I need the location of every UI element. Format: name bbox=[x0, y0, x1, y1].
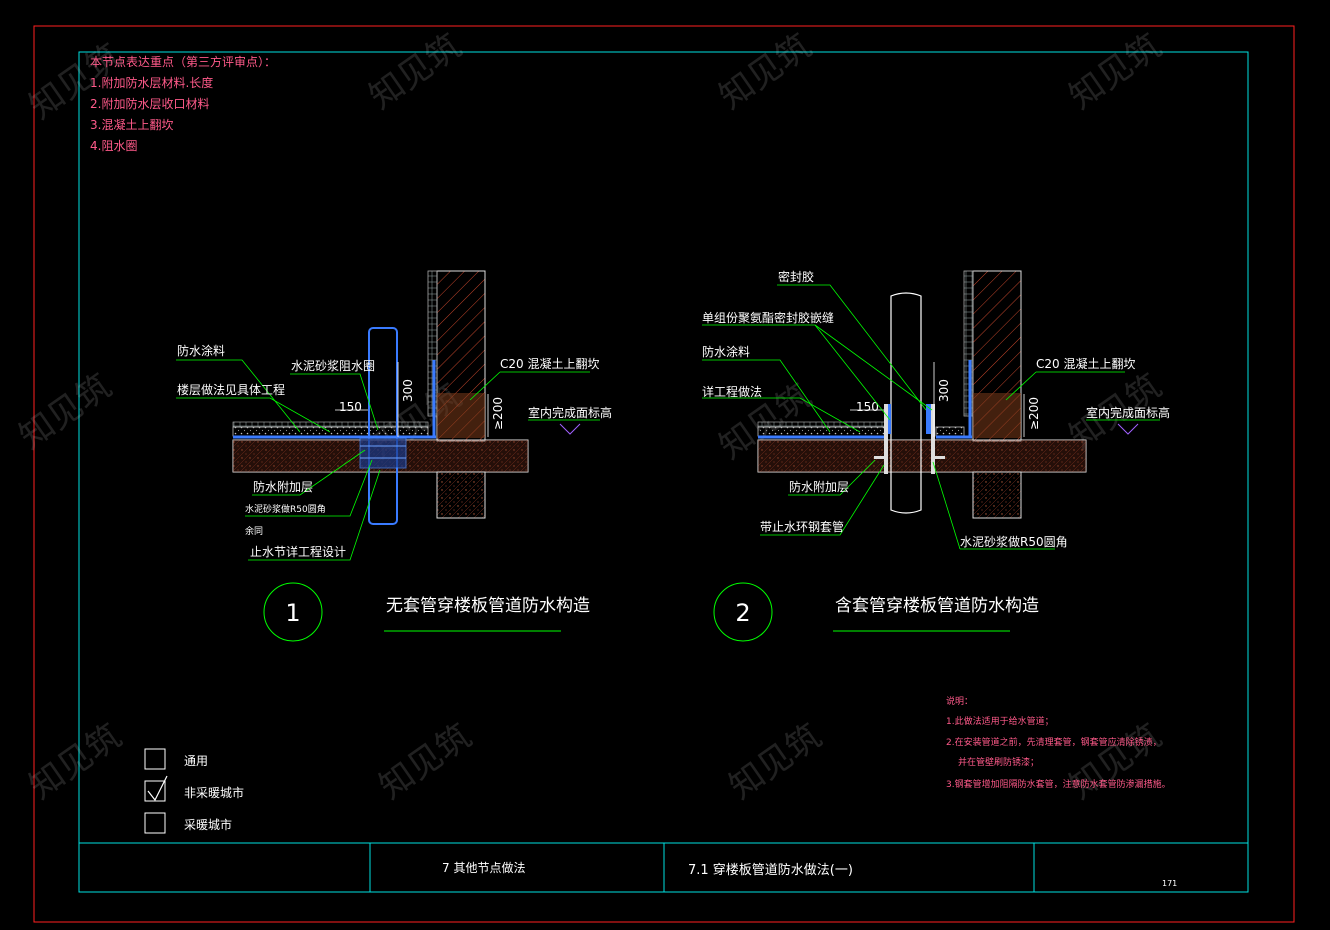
beam-2 bbox=[972, 471, 1022, 519]
explanation-item-2: 2.在安装管道之前，先清理套管，钢套管应清除锈渍， bbox=[946, 736, 1162, 748]
watermark-4: 知见筑 bbox=[1062, 26, 1168, 117]
titleblock-subsection: 7.1 穿楼板管道防水做法(一) bbox=[688, 862, 853, 878]
titleblock-page: 171 bbox=[1162, 879, 1177, 888]
legend: 通用 非采暖城市 采暖城市 bbox=[144, 748, 244, 834]
detail-1-bubble bbox=[263, 582, 323, 642]
label-extra-layer-1: 防水附加层 bbox=[253, 479, 313, 494]
watermark-3: 知见筑 bbox=[712, 26, 818, 117]
leaders-1 bbox=[176, 359, 600, 561]
label-extra-layer-2: 防水附加层 bbox=[789, 479, 849, 494]
watermark-12: 知见筑 bbox=[1062, 716, 1168, 807]
legend-label-1: 通用 bbox=[184, 754, 208, 768]
note-item-4: 4.阻水圈 bbox=[90, 139, 137, 153]
upturn-1 bbox=[437, 393, 485, 438]
watermark-11: 知见筑 bbox=[722, 716, 828, 807]
title-block: 7 其他节点做法 7.1 穿楼板管道防水做法(一) 171 bbox=[79, 842, 1248, 892]
dim-150-1: 150 bbox=[339, 400, 362, 414]
note-item-2: 2.附加防水层收口材料 bbox=[90, 96, 209, 111]
finish-layer-1 bbox=[232, 421, 429, 428]
label-upturn-2: C20 混凝土上翻坎 bbox=[1036, 356, 1135, 371]
label-mortar-ring-1: 水泥砂浆阻水圈 bbox=[291, 358, 375, 373]
screed-1 bbox=[232, 426, 429, 437]
label-chamfer-2: 水泥砂浆做R50圆角 bbox=[960, 534, 1068, 549]
legend-checkbox-1[interactable] bbox=[144, 748, 166, 770]
dim-300-2: 300 bbox=[937, 379, 951, 402]
legend-checkbox-3[interactable] bbox=[144, 812, 166, 834]
detail-2-title: 含套管穿楼板管道防水构造 bbox=[835, 596, 1039, 616]
explanation-item-3: 并在管壁刷防锈漆； bbox=[958, 756, 1039, 768]
label-chamfer-1: 水泥砂浆做R50圆角 bbox=[245, 503, 326, 515]
label-finish-1: 室内完成面标高 bbox=[528, 405, 612, 420]
label-floor-1: 楼层做法见具体工程 bbox=[177, 382, 285, 397]
label-upturn-1: C20 混凝土上翻坎 bbox=[500, 356, 599, 371]
outer-frame bbox=[33, 25, 1295, 923]
note-item-1: 1.附加防水层材料.长度 bbox=[90, 75, 213, 90]
notes-heading: 本节点表达重点（第三方评审点）： bbox=[90, 54, 276, 69]
slab-2 bbox=[757, 439, 1087, 473]
stop-ring-1 bbox=[359, 437, 407, 469]
explanation-item-4: 3.钢套管增加阻隔防水套管，注意防水套管防渗漏措施。 bbox=[946, 778, 1171, 790]
note-item-3: 3.混凝土上翻坎 bbox=[90, 117, 173, 132]
detail-2: 150 300 ≥200 密封胶 单组份聚氨酯密封胶嵌缝 防水涂料 详工程做法 … bbox=[702, 269, 1170, 642]
watermark-9: 知见筑 bbox=[22, 716, 128, 807]
label-stop-ring-1: 止水节详工程设计 bbox=[250, 544, 346, 559]
leaders-2 bbox=[702, 284, 1160, 550]
watermark-5: 知见筑 bbox=[12, 366, 118, 457]
explanation-item-1: 1.此做法适用于给水管道； bbox=[946, 715, 1054, 727]
sleeve-right-2 bbox=[931, 404, 935, 474]
titleblock-section: 7 其他节点做法 bbox=[442, 860, 525, 875]
explanation-notes: 说明： 1.此做法适用于给水管道； 2.在安装管道之前，先清理套管，钢套管应清除… bbox=[946, 695, 1171, 790]
sleeve-left-2 bbox=[884, 404, 888, 474]
detail-1-number: 1 bbox=[285, 599, 300, 627]
pipe-1 bbox=[368, 327, 398, 525]
label-extra-1: 余同 bbox=[245, 525, 263, 537]
label-coating-1: 防水涂料 bbox=[177, 343, 225, 358]
label-finish-2: 室内完成面标高 bbox=[1086, 405, 1170, 420]
legend-label-2: 非采暖城市 bbox=[184, 785, 244, 800]
upturn-2 bbox=[973, 393, 1021, 438]
detail-2-number: 2 bbox=[735, 599, 750, 627]
label-sleeve-2: 带止水环钢套管 bbox=[760, 519, 844, 534]
detail-2-bubble bbox=[713, 582, 773, 642]
screed-2 bbox=[757, 426, 887, 437]
explanation-heading: 说明： bbox=[946, 695, 973, 707]
check-mark-icon bbox=[147, 775, 168, 802]
detail-1-title: 无套管穿楼板管道防水构造 bbox=[386, 596, 590, 616]
pipe-2 bbox=[890, 292, 922, 514]
watermark-10: 知见筑 bbox=[372, 716, 478, 807]
label-coating-2: 防水涂料 bbox=[702, 344, 750, 359]
dim-300-1: 300 bbox=[401, 379, 415, 402]
watermark-2: 知见筑 bbox=[362, 26, 468, 117]
legend-label-3: 采暖城市 bbox=[184, 817, 232, 832]
beam-1 bbox=[436, 471, 486, 519]
legend-checkbox-2[interactable] bbox=[144, 780, 166, 802]
label-detail-ref-2: 详工程做法 bbox=[702, 384, 762, 399]
dim-200-2: ≥200 bbox=[1027, 397, 1041, 430]
label-sealant-2: 密封胶 bbox=[778, 269, 814, 284]
dim-150-2: 150 bbox=[856, 400, 879, 414]
dim-200-1: ≥200 bbox=[491, 397, 505, 430]
label-pu-sealant-2: 单组份聚氨酯密封胶嵌缝 bbox=[702, 310, 834, 325]
detail-1: 150 300 ≥200 防水涂料 楼层做法见具体工程 水泥砂浆阻水圈 C20 … bbox=[176, 270, 612, 642]
